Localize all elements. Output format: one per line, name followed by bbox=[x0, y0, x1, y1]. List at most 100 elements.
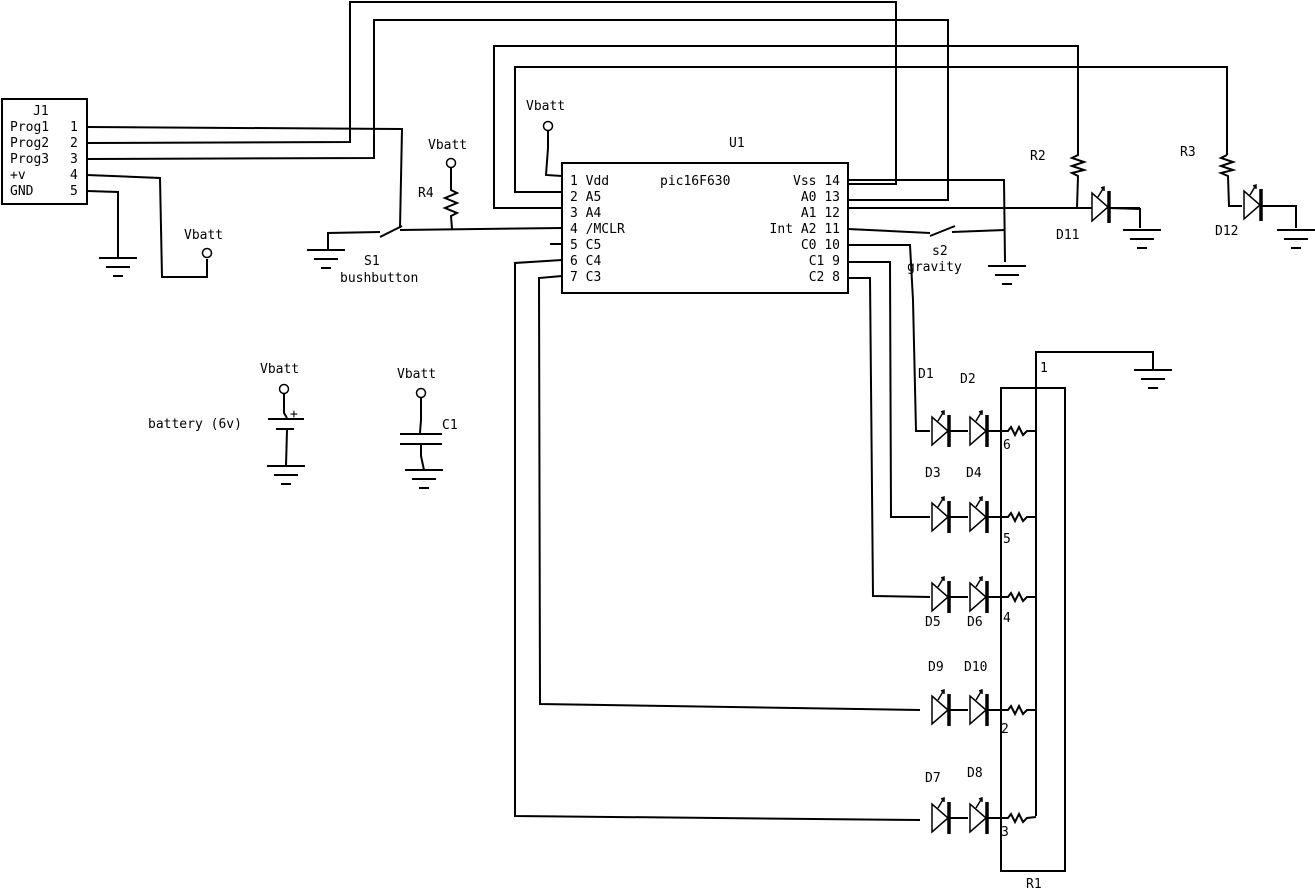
j1-ref: J1 bbox=[33, 104, 49, 119]
chip-right-pin: C2 8 bbox=[809, 270, 840, 285]
vbatt-label: Vbatt bbox=[397, 367, 436, 382]
switch-s1: S1 bushbutton bbox=[306, 225, 563, 286]
d8-label: D8 bbox=[967, 766, 983, 781]
j1-pin-label: Prog2 bbox=[10, 136, 49, 151]
chip-left-pin: 7 C3 bbox=[570, 270, 601, 285]
led-symbol bbox=[930, 796, 951, 836]
ground-symbol bbox=[266, 465, 306, 485]
chip-left-pin: 1 Vdd bbox=[570, 174, 609, 189]
r4-label: R4 bbox=[418, 186, 434, 201]
vbatt-label: Vbatt bbox=[526, 99, 565, 114]
battery-plus: + bbox=[290, 407, 298, 422]
vbatt-label: Vbatt bbox=[184, 228, 223, 243]
chip-ref: U1 bbox=[729, 136, 745, 151]
r1-ref: R1 bbox=[1026, 877, 1042, 892]
chip-left-wires: Vbatt bbox=[493, 45, 1228, 821]
j1-pin-number: 1 bbox=[70, 120, 78, 135]
d6-label: D6 bbox=[967, 615, 983, 630]
battery: Vbatt + battery (6v) bbox=[148, 362, 306, 485]
resistor-r2: R2 bbox=[1030, 46, 1088, 209]
led-pair-d9-d10: D9 D10 bbox=[928, 660, 1001, 728]
led-symbol bbox=[968, 688, 989, 728]
r1-pin4: 4 bbox=[1003, 611, 1011, 626]
led-symbol bbox=[968, 796, 989, 836]
ground-symbol bbox=[1133, 369, 1173, 389]
chip-right-pin: Int A2 11 bbox=[770, 222, 840, 237]
battery-label: battery (6v) bbox=[148, 417, 242, 432]
ground-symbol bbox=[306, 249, 346, 269]
led-symbol bbox=[930, 495, 951, 535]
d12-label: D12 bbox=[1215, 224, 1238, 239]
r1-pin6: 6 bbox=[1003, 438, 1011, 453]
chip-left-pin: 3 A4 bbox=[570, 206, 601, 221]
led-symbol bbox=[930, 409, 951, 449]
led-symbol bbox=[968, 409, 989, 449]
led-d11: D11 bbox=[1056, 185, 1162, 249]
r1-pin5: 5 bbox=[1003, 532, 1011, 547]
vbatt-label: Vbatt bbox=[260, 362, 299, 377]
d10-label: D10 bbox=[964, 660, 987, 675]
d7-label: D7 bbox=[925, 771, 941, 786]
chip-right-pin: A1 12 bbox=[801, 206, 840, 221]
chip-right-pin: C1 9 bbox=[809, 254, 840, 269]
chip-part: pic16F630 bbox=[660, 174, 730, 189]
d9-label: D9 bbox=[928, 660, 944, 675]
vbatt-label: Vbatt bbox=[428, 138, 467, 153]
j1-pin-number: 2 bbox=[70, 136, 78, 151]
d1-label: D1 bbox=[918, 367, 934, 382]
ground-symbol bbox=[98, 257, 138, 277]
s2-ref: s2 bbox=[932, 244, 948, 259]
led-symbol bbox=[930, 575, 951, 615]
d5-label: D5 bbox=[925, 615, 941, 630]
j1-pin-number: 4 bbox=[70, 168, 78, 183]
r1-pin3: 3 bbox=[1001, 825, 1009, 840]
j1-pin-label: Prog3 bbox=[10, 152, 49, 167]
vbatt-terminal bbox=[201, 247, 213, 259]
ground-symbol bbox=[1122, 229, 1162, 249]
chip-left-pin: 6 C4 bbox=[570, 254, 601, 269]
chip-right-pin: Vss 14 bbox=[793, 174, 840, 189]
d11-label: D11 bbox=[1056, 228, 1079, 243]
resistor-r3: R3 bbox=[1180, 145, 1242, 207]
led-pair-d5-d6: D5 D6 bbox=[925, 575, 1001, 630]
chip-u1: U1 pic16F630 1 Vdd 2 A5 3 A4 4 /MCLR 5 C… bbox=[561, 136, 849, 294]
r3-label: R3 bbox=[1180, 145, 1196, 160]
c1-label: C1 bbox=[442, 418, 458, 433]
led-pair-d3-d4: D3 D4 bbox=[925, 466, 1001, 535]
s1-ref: S1 bbox=[364, 254, 380, 269]
j1-pin-label: Prog1 bbox=[10, 120, 49, 135]
r2-label: R2 bbox=[1030, 149, 1046, 164]
j1-wires: Vbatt bbox=[86, 1, 949, 278]
d3-label: D3 bbox=[925, 466, 941, 481]
chip-left-pin: 2 A5 bbox=[570, 190, 601, 205]
d4-label: D4 bbox=[966, 466, 982, 481]
led-symbol bbox=[968, 495, 989, 535]
ground-symbol bbox=[1276, 229, 1315, 249]
j1-pin-number: 5 bbox=[70, 184, 78, 199]
chip-right-wires: s2 gravity bbox=[847, 179, 1140, 598]
r1-pin2: 2 bbox=[1001, 722, 1009, 737]
led-pair-d7-d8: D7 D8 bbox=[925, 766, 1001, 836]
d2-label: D2 bbox=[960, 372, 976, 387]
j1-pin-label: +v bbox=[10, 168, 26, 183]
resistor-r4: Vbatt R4 bbox=[418, 138, 467, 230]
chip-right-pin: C0 10 bbox=[801, 238, 840, 253]
vbatt-terminal bbox=[415, 387, 427, 399]
ground-symbol bbox=[987, 265, 1027, 285]
vbatt-terminal bbox=[542, 120, 554, 132]
r1-pin1: 1 bbox=[1040, 361, 1048, 376]
j1-pin-number: 3 bbox=[70, 152, 78, 167]
connector-j1: J1 Prog1 1 Prog2 2 Prog3 3 +v 4 GND 5 bbox=[1, 98, 88, 205]
led-pair-d1-d2: D1 D2 bbox=[918, 367, 1001, 449]
j1-pin-label: GND bbox=[10, 184, 34, 199]
resistor-network-r1: 1 R1 6 5 4 2 3 bbox=[1000, 351, 1173, 892]
led-symbol bbox=[930, 688, 951, 728]
capacitor-c1: Vbatt C1 bbox=[397, 367, 458, 489]
led-symbol bbox=[968, 575, 989, 615]
s2-name: gravity bbox=[907, 260, 962, 275]
chip-right-pin: A0 13 bbox=[801, 190, 840, 205]
s1-name: bushbutton bbox=[340, 271, 418, 286]
ground-symbol bbox=[404, 469, 444, 489]
vbatt-terminal bbox=[278, 383, 290, 395]
